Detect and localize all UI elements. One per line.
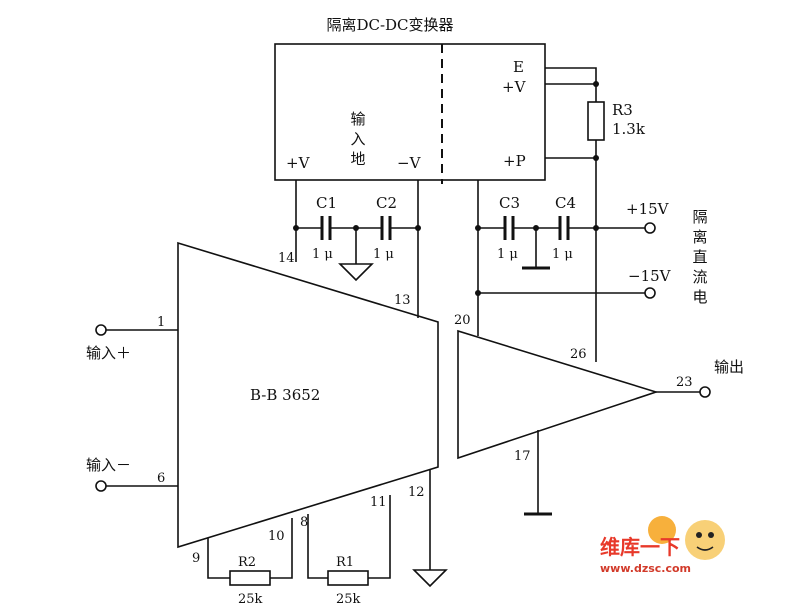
converter-label-pos-v: +V [502,78,527,96]
c3-value: 1 μ [497,247,518,262]
node-c1-left [293,225,299,231]
watermark-logo [648,516,725,560]
converter-box [274,43,546,181]
node-neg-15v [475,290,481,296]
node-pos-p [593,155,599,161]
c2-value: 1 μ [373,247,394,262]
amplifier-bb3652 [177,241,439,549]
pin-1: 1 [157,315,165,330]
ground-input-symbol [338,263,374,282]
pin-11: 11 [370,495,387,510]
converter-label-e: E [513,58,524,76]
pin-9: 9 [192,551,200,566]
supply-minus-label: −15V [628,267,672,285]
pin-20: 20 [454,313,471,328]
resistor-r3 [587,101,605,141]
c1-value: 1 μ [312,247,333,262]
output-buffer-amplifier [457,329,659,460]
wire-pin11 [368,495,391,579]
input-plus-label: 输入＋ [86,344,131,362]
converter-input-pos-v: +V [286,154,311,172]
c2-name: C2 [376,194,397,212]
converter-input-ground-1: 输 [350,110,365,128]
output-label: 输出 [714,358,744,376]
supply-side-label-1: 隔 [692,208,707,226]
terminal-output[interactable] [699,386,711,398]
c1-name: C1 [316,194,337,212]
pin-14: 14 [278,251,295,266]
c4-value: 1 μ [552,247,573,262]
pin-8: 8 [300,515,308,530]
watermark-url: www.dzsc.com [600,562,691,575]
node-e [593,81,599,87]
r2-value: 25k [238,592,263,607]
pin-17: 17 [514,449,531,464]
terminal-input-minus[interactable] [95,480,107,492]
wire-pin9 [207,538,230,579]
supply-side-label-2: 离 [692,228,707,246]
converter-input-ground-2: 入 [350,130,365,148]
converter-input-neg-v: −V [397,154,422,172]
terminal-pos-15v[interactable] [644,222,656,234]
converter-input-ground-3: 地 [350,150,365,168]
terminal-input-plus[interactable] [95,324,107,336]
watermark-brand: 维库一下 [600,535,680,559]
pin-23: 23 [676,375,693,390]
input-minus-label: 输入－ [86,456,131,474]
converter-title: 隔离DC-DC变换器 [326,16,453,34]
node-c4-right [593,225,599,231]
terminal-neg-15v[interactable] [644,287,656,299]
ground-pin12-symbol [412,569,448,588]
pin-13: 13 [394,293,411,308]
node-c2-right [415,225,421,231]
r3-name: R3 [612,101,633,119]
supply-side-label-3: 直 [692,248,707,266]
wire-e [545,67,597,102]
wire-pin10 [270,518,293,579]
pin-12: 12 [408,485,425,500]
supply-side-label-4: 流 [692,268,707,286]
c3-name: C3 [499,194,520,212]
r1-name: R1 [336,555,354,570]
resistor-r2 [229,570,271,586]
supply-side-label-5: 电 [692,288,707,306]
pin-26: 26 [570,347,587,362]
supply-plus-label: +15V [626,200,670,218]
converter-label-pos-p: +P [503,152,526,170]
pin-10: 10 [268,529,285,544]
r2-name: R2 [238,555,256,570]
amplifier-name: B-B 3652 [250,386,320,404]
r3-value: 1.3k [612,120,646,138]
node-c3-left [475,225,481,231]
resistor-r1 [327,570,369,586]
r1-value: 25k [336,592,361,607]
wire-pin8 [307,514,328,579]
c4-name: C4 [555,194,576,212]
pin-6: 6 [157,471,165,486]
